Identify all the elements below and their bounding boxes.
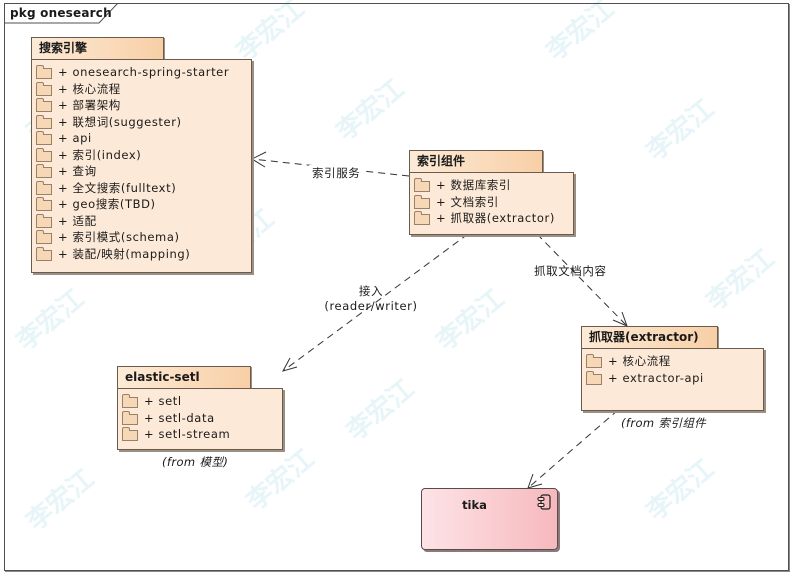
folder-icon	[36, 180, 52, 195]
folder-icon	[414, 194, 430, 209]
connector-label-index-service: 索引服务	[309, 165, 364, 181]
package-item[interactable]: + 数据库索引	[410, 177, 573, 194]
package-item[interactable]: + 核心流程	[582, 353, 763, 370]
package-item[interactable]: + 查询	[32, 163, 251, 180]
item-label: + 索引(index)	[58, 147, 142, 162]
package-item[interactable]: + 联想词(suggester)	[32, 114, 251, 131]
package-item[interactable]: + geo搜索(TBD)	[32, 196, 251, 213]
arrowhead-icon	[281, 357, 298, 372]
package-item[interactable]: + setl-data	[118, 410, 282, 427]
package-item[interactable]: + 核心流程	[32, 81, 251, 98]
component-icon	[537, 494, 551, 510]
item-label: + setl-data	[144, 410, 215, 425]
package-item[interactable]: + setl-stream	[118, 426, 282, 443]
package-body: + onesearch-spring-starter + 核心流程 + 部署架构…	[31, 59, 252, 273]
item-label: + 装配/映射(mapping)	[58, 246, 191, 261]
folder-icon	[36, 230, 52, 245]
package-tab: 搜索引擎	[31, 37, 164, 60]
item-label: + 查询	[58, 164, 97, 179]
package-item[interactable]: + 部署架构	[32, 97, 251, 114]
folder-icon	[36, 131, 52, 146]
item-label: + 索引模式(schema)	[58, 230, 180, 245]
package-tab: 抓取器(extractor)	[581, 326, 718, 349]
folder-icon	[122, 394, 138, 409]
package-item[interactable]: + 索引(index)	[32, 147, 251, 164]
folder-icon	[36, 246, 52, 261]
package-frame	[4, 3, 789, 571]
folder-icon	[414, 178, 430, 193]
package-body: + 数据库索引 + 文档索引 + 抓取器(extractor)	[409, 172, 574, 235]
connector-tika	[527, 409, 619, 489]
package-tab: elastic-setl	[117, 366, 251, 389]
connector-label-access-line1: 接入	[358, 284, 384, 298]
item-label: + 部署架构	[58, 98, 121, 113]
package-item[interactable]: + onesearch-spring-starter	[32, 64, 251, 81]
package-item[interactable]: + 文档索引	[410, 194, 573, 211]
folder-icon	[414, 211, 430, 226]
item-label: + 数据库索引	[436, 178, 511, 193]
arrowhead-icon	[250, 151, 267, 168]
folder-icon	[36, 65, 52, 80]
package-body: + 核心流程 + extractor-api	[581, 348, 764, 411]
item-label: + setl	[144, 394, 182, 409]
item-label: + onesearch-spring-starter	[58, 65, 230, 80]
folder-icon	[36, 114, 52, 129]
package-body: + setl + setl-data + setl-stream	[117, 388, 283, 450]
item-label: + api	[58, 131, 92, 146]
package-tab: 索引组件	[409, 150, 543, 173]
folder-icon	[122, 410, 138, 425]
component-name: tika	[462, 498, 487, 512]
folder-icon	[36, 197, 52, 212]
component-tika[interactable]: tika	[421, 488, 558, 550]
item-label: + 核心流程	[58, 81, 121, 96]
item-label: + 全文搜索(fulltext)	[58, 180, 177, 195]
connector-label-extract: 抓取文档内容	[534, 264, 607, 278]
item-label: + setl-stream	[144, 427, 231, 442]
connector-extract	[536, 233, 628, 327]
from-note-extractor: (from 索引组件	[621, 416, 707, 430]
item-label: + extractor-api	[608, 370, 704, 385]
package-item[interactable]: + 适配	[32, 213, 251, 230]
folder-icon	[586, 354, 602, 369]
folder-icon	[36, 98, 52, 113]
item-label: + 抓取器(extractor)	[436, 211, 555, 226]
item-label: + geo搜索(TBD)	[58, 197, 156, 212]
arrowhead-icon	[527, 473, 543, 489]
item-label: + 适配	[58, 213, 97, 228]
frame-label: pkg onesearch	[10, 6, 112, 20]
connector-label-access: 接入 (reader/writer)	[318, 283, 424, 313]
frame-label-notch	[4, 3, 119, 24]
item-label: + 联想词(suggester)	[58, 114, 182, 129]
package-item[interactable]: + 索引模式(schema)	[32, 229, 251, 246]
folder-icon	[36, 164, 52, 179]
package-item[interactable]: + 全文搜索(fulltext)	[32, 180, 251, 197]
package-item[interactable]: + extractor-api	[582, 370, 763, 387]
folder-icon	[36, 213, 52, 228]
package-item[interactable]: + 抓取器(extractor)	[410, 210, 573, 227]
item-label: + 文档索引	[436, 194, 499, 209]
folder-icon	[586, 370, 602, 385]
from-note-elastic-setl: (from 模型)	[162, 455, 229, 469]
package-item[interactable]: + setl	[118, 393, 282, 410]
connector-label-access-line2: (reader/writer)	[324, 299, 418, 313]
connector-access	[282, 233, 469, 372]
folder-icon	[36, 147, 52, 162]
item-label: + 核心流程	[608, 354, 671, 369]
package-item[interactable]: + api	[32, 130, 251, 147]
folder-icon	[36, 81, 52, 96]
folder-icon	[122, 427, 138, 442]
package-item[interactable]: + 装配/映射(mapping)	[32, 246, 251, 263]
